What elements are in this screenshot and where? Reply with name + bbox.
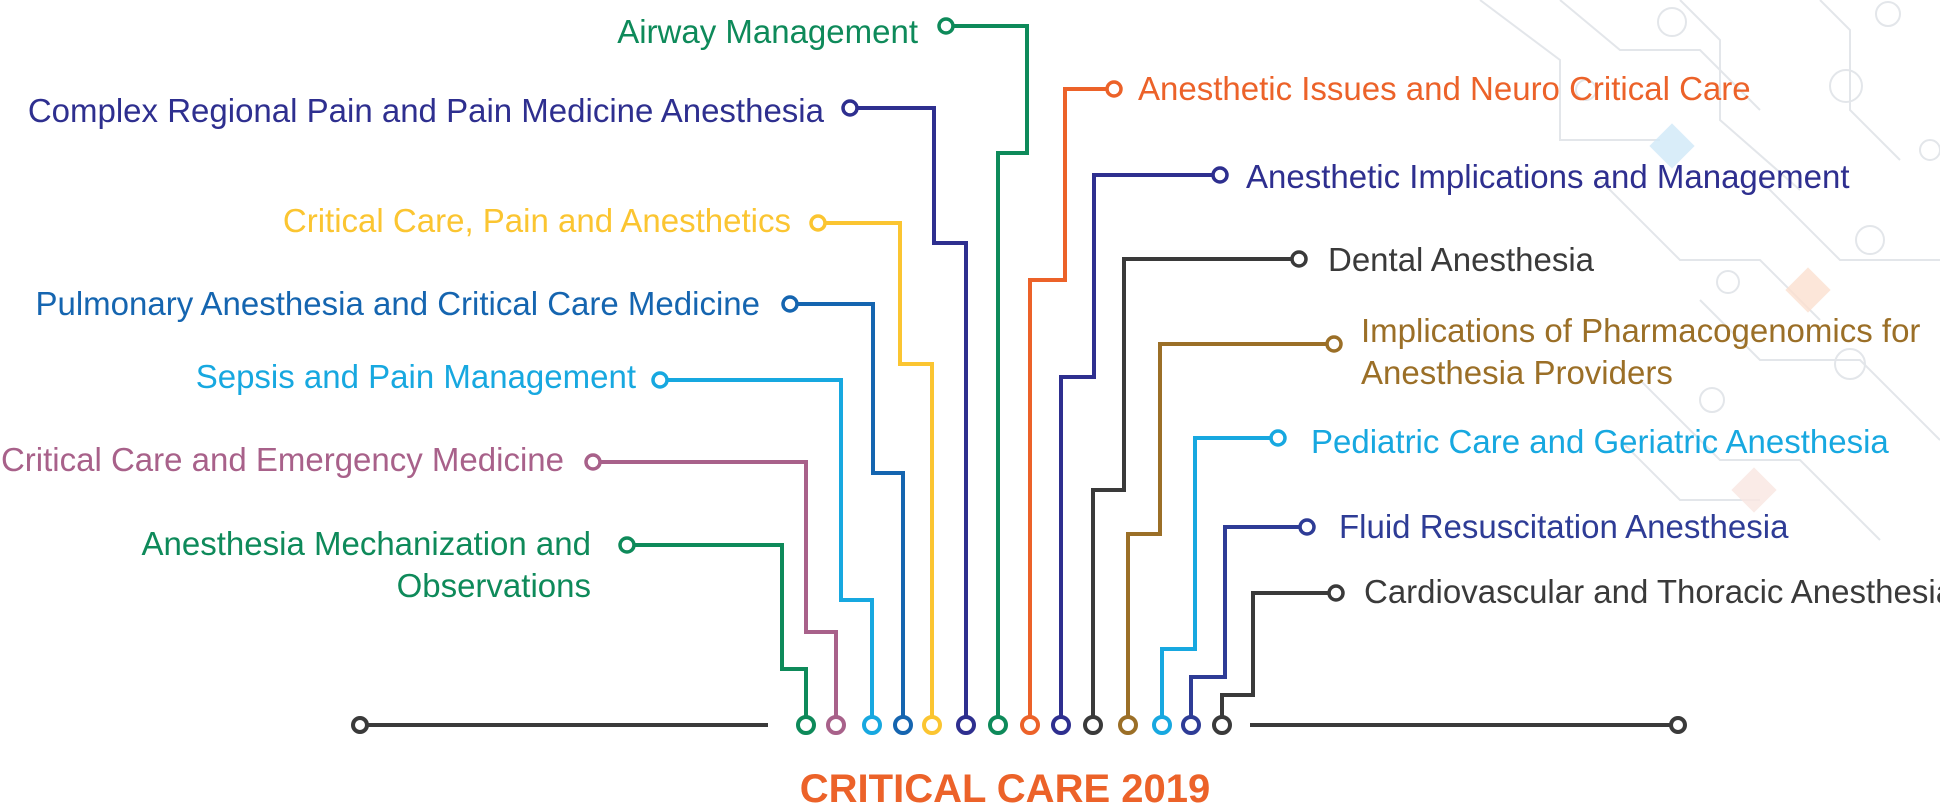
- base-node-pediatric-geriatric: [1152, 715, 1172, 735]
- label-node-fluid-resuscitation: [1298, 518, 1316, 536]
- circuit-diamond: [1649, 123, 1695, 169]
- circuit-node: [1657, 7, 1687, 37]
- topic-connector-lines: [584, 17, 1345, 735]
- circuit-node: [1716, 270, 1740, 294]
- base-node-sepsis-pain-management: [862, 715, 882, 735]
- connector-fluid-resuscitation: [1189, 525, 1307, 722]
- circuit-trace: [1679, 0, 1801, 191]
- topic-label-critical-care-emergency: Critical Care and Emergency Medicine: [1, 441, 564, 478]
- topic-label-anesthesia-mechanization: Observations: [397, 567, 591, 604]
- label-node-dental-anesthesia: [1290, 250, 1308, 268]
- circuit-node: [1829, 69, 1863, 103]
- base-node-dental-anesthesia: [1083, 715, 1103, 735]
- baseline: [351, 716, 1687, 734]
- circuit-node: [1875, 1, 1901, 27]
- page-title: CRITICAL CARE 2019: [800, 767, 1210, 806]
- label-node-cardiovascular-thoracic: [1327, 584, 1345, 602]
- label-node-anesthetic-issues-neuro: [1105, 80, 1123, 98]
- base-node-anesthetic-implications: [1051, 715, 1071, 735]
- label-node-pediatric-geriatric: [1269, 429, 1287, 447]
- circuit-diamond: [1785, 267, 1831, 313]
- connector-pediatric-geriatric: [1160, 436, 1278, 722]
- connector-dental-anesthesia: [1091, 257, 1299, 722]
- base-node-cardiovascular-thoracic: [1212, 715, 1232, 735]
- circuit-node: [1855, 225, 1885, 255]
- base-node-critical-care-emergency: [826, 715, 846, 735]
- connector-anesthetic-implications: [1059, 173, 1220, 722]
- label-node-anesthetic-implications: [1211, 166, 1229, 184]
- topic-label-anesthesia-mechanization: Anesthesia Mechanization and: [142, 525, 591, 562]
- topic-label-pulmonary-anesthesia: Pulmonary Anesthesia and Critical Care M…: [35, 285, 760, 322]
- circuit-trace: [1699, 299, 1940, 441]
- base-node-critical-care-pain-anesthetics: [922, 715, 942, 735]
- circuit-node: [1834, 348, 1866, 380]
- circuit-trace: [1559, 0, 1761, 111]
- circuit-trace: [1619, 439, 1760, 501]
- topic-label-complex-regional-pain: Complex Regional Pain and Pain Medicine …: [28, 92, 825, 129]
- label-node-anesthesia-mechanization: [618, 536, 636, 554]
- connector-anesthesia-mechanization: [627, 543, 808, 722]
- connector-sepsis-pain-management: [660, 378, 874, 722]
- label-node-pharmacogenomics: [1325, 335, 1343, 353]
- topic-label-cardiovascular-thoracic: Cardiovascular and Thoracic Anesthesia: [1364, 573, 1940, 610]
- circuit-diamond: [1731, 467, 1777, 513]
- baseline-left-node: [351, 716, 369, 734]
- topic-label-critical-care-pain-anesthetics: Critical Care, Pain and Anesthetics: [283, 202, 791, 239]
- topic-label-pharmacogenomics: Anesthesia Providers: [1361, 354, 1673, 391]
- circuit-node: [1699, 387, 1725, 413]
- base-node-anesthesia-mechanization: [796, 715, 816, 735]
- connector-pharmacogenomics: [1126, 342, 1334, 722]
- topic-label-fluid-resuscitation: Fluid Resuscitation Anesthesia: [1339, 508, 1789, 545]
- circuit-trace: [1759, 179, 1940, 261]
- base-node-pulmonary-anesthesia: [893, 715, 913, 735]
- base-node-pharmacogenomics: [1118, 715, 1138, 735]
- topic-label-anesthetic-issues-neuro: Anesthetic Issues and Neuro Critical Car…: [1138, 70, 1751, 107]
- topic-label-airway-management: Airway Management: [617, 13, 918, 50]
- topic-label-pediatric-geriatric: Pediatric Care and Geriatric Anesthesia: [1311, 423, 1889, 460]
- base-node-anesthetic-issues-neuro: [1020, 715, 1040, 735]
- connector-critical-care-emergency: [593, 460, 838, 722]
- label-node-airway-management: [937, 17, 955, 35]
- circuit-trace: [1639, 379, 1881, 541]
- baseline-right-node: [1669, 716, 1687, 734]
- connector-critical-care-pain-anesthetics: [818, 221, 934, 722]
- base-node-airway-management: [988, 715, 1008, 735]
- label-node-complex-regional-pain: [841, 99, 859, 117]
- connector-anesthetic-issues-neuro: [1028, 87, 1114, 722]
- topic-label-pharmacogenomics: Implications of Pharmacogenomics for: [1361, 312, 1920, 349]
- circuit-node: [1575, 79, 1597, 101]
- base-node-fluid-resuscitation: [1181, 715, 1201, 735]
- label-node-sepsis-pain-management: [651, 371, 669, 389]
- connector-complex-regional-pain: [850, 106, 968, 722]
- label-node-critical-care-pain-anesthetics: [809, 214, 827, 232]
- topic-label-dental-anesthesia: Dental Anesthesia: [1328, 241, 1595, 278]
- label-node-pulmonary-anesthesia: [781, 295, 799, 313]
- topic-label-sepsis-pain-management: Sepsis and Pain Management: [196, 358, 636, 395]
- circuit-node: [1919, 139, 1940, 161]
- connector-pulmonary-anesthesia: [790, 302, 905, 722]
- base-node-complex-regional-pain: [956, 715, 976, 735]
- circuit-trace: [1479, 0, 1660, 141]
- connector-airway-management: [946, 24, 1029, 722]
- topic-label-anesthetic-implications: Anesthetic Implications and Management: [1246, 158, 1850, 195]
- connector-cardiovascular-thoracic: [1220, 591, 1336, 722]
- circuit-trace: [1599, 179, 1821, 321]
- label-node-critical-care-emergency: [584, 453, 602, 471]
